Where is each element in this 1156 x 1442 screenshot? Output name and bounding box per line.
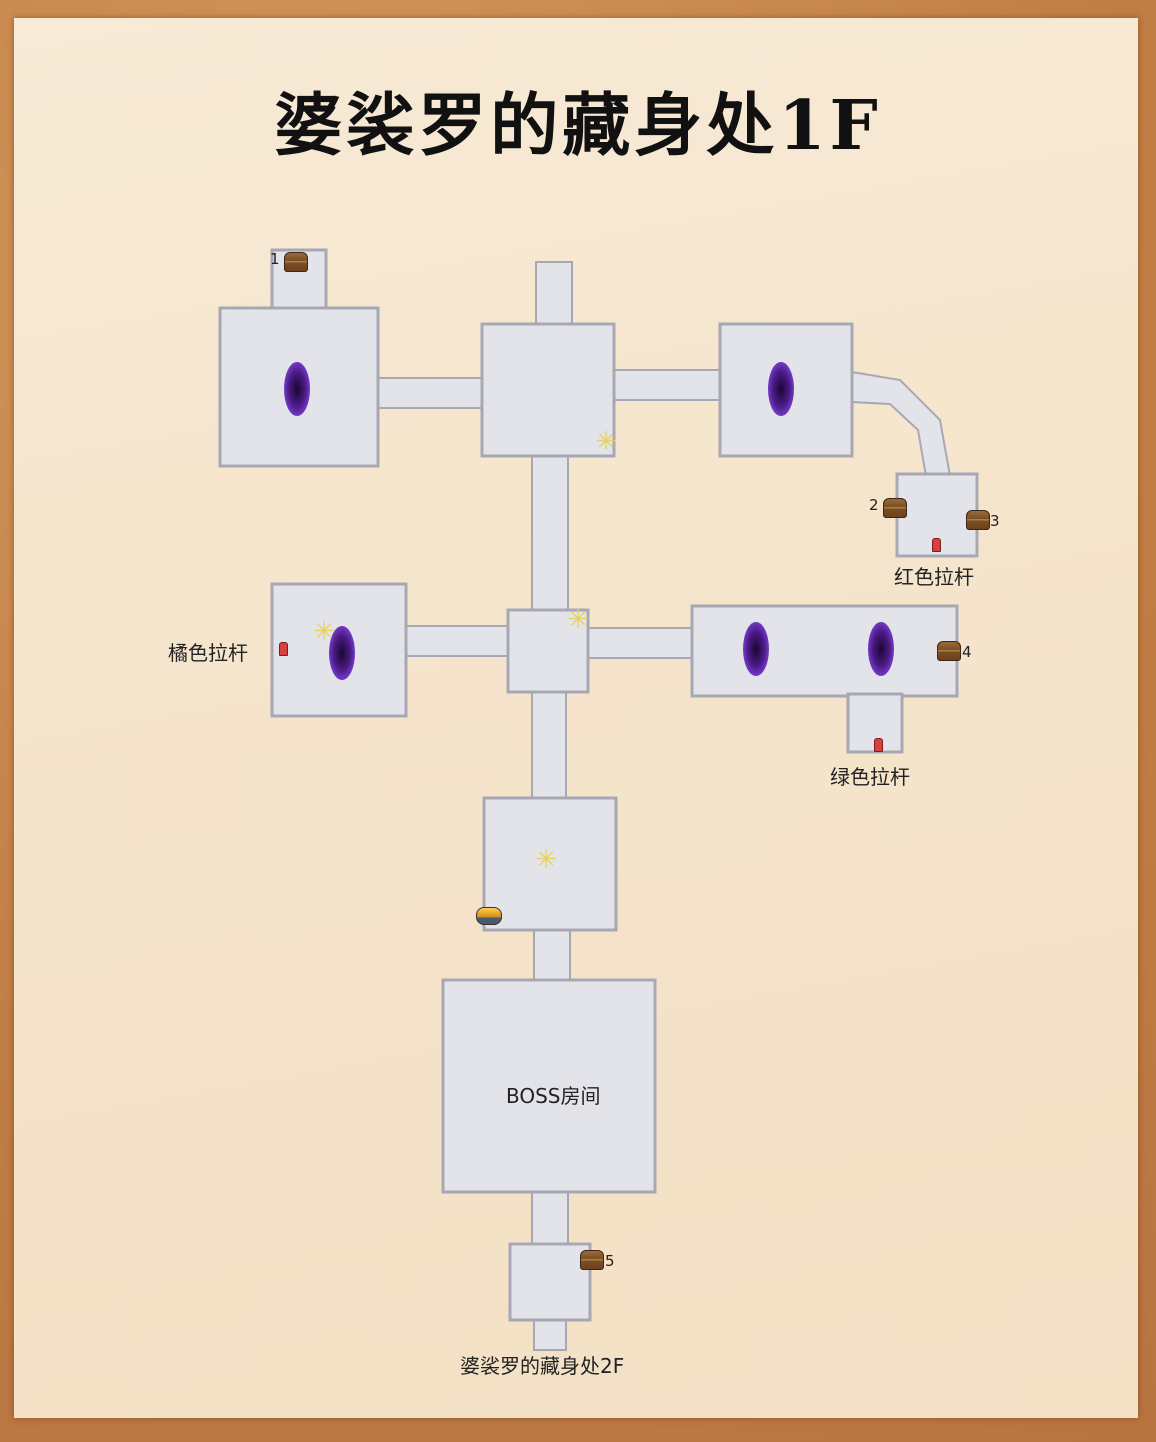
portal-icon[interactable]	[329, 626, 355, 680]
portal-icon[interactable]	[768, 362, 794, 416]
treasure-chest-icon[interactable]	[580, 1250, 604, 1270]
portal-icon[interactable]	[284, 362, 310, 416]
lever-icon[interactable]	[279, 642, 288, 656]
room-boss	[441, 978, 657, 1194]
portal-icon[interactable]	[868, 622, 894, 676]
sparkle-icon[interactable]: ✳	[313, 617, 335, 647]
room-north-center	[480, 322, 616, 458]
corridor-center-east	[585, 627, 695, 659]
treasure-chest-icon[interactable]	[966, 510, 990, 530]
chest-number-4: 4	[962, 643, 972, 661]
corridor-exit	[533, 1317, 567, 1351]
chest-number-2: 2	[869, 496, 879, 514]
boss-room-label: BOSS房间	[506, 1084, 601, 1108]
room-crossroads	[506, 608, 590, 694]
portal-icon[interactable]	[743, 622, 769, 676]
chest-number-3: 3	[990, 512, 1000, 530]
corridor-ne	[851, 370, 952, 477]
sparkle-icon[interactable]: ✳	[567, 605, 589, 635]
corridor-center-west	[403, 625, 509, 657]
treasure-chest-icon[interactable]	[284, 252, 308, 272]
sparkle-icon[interactable]: ✳	[535, 845, 557, 875]
corridor-south-1	[533, 927, 571, 983]
red-lever-label: 红色拉杆	[894, 565, 974, 589]
map-title: 婆裟罗的藏身处1F	[274, 86, 882, 166]
green-lever-label: 绿色拉杆	[830, 765, 910, 789]
corridor-center-south	[531, 689, 567, 799]
room-south	[482, 796, 618, 932]
treasure-chest-icon[interactable]	[937, 641, 961, 661]
chest-number-5: 5	[605, 1252, 615, 1270]
corridor-south-2	[531, 1189, 569, 1247]
orange-lever-label: 橘色拉杆	[168, 641, 248, 665]
corridor-center-north	[531, 455, 569, 613]
exit-label: 婆裟罗的藏身处2F	[460, 1354, 625, 1378]
room-exit	[508, 1242, 592, 1322]
corridor-west	[375, 377, 485, 409]
gauntlet-icon[interactable]	[476, 907, 502, 925]
chest-number-1: 1	[270, 250, 280, 268]
sparkle-icon[interactable]: ✳	[595, 427, 617, 457]
room-east	[690, 604, 959, 698]
lever-icon[interactable]	[874, 738, 883, 752]
corridor-east	[613, 369, 723, 401]
lever-icon[interactable]	[932, 538, 941, 552]
corridor-north	[535, 261, 573, 327]
treasure-chest-icon[interactable]	[883, 498, 907, 518]
